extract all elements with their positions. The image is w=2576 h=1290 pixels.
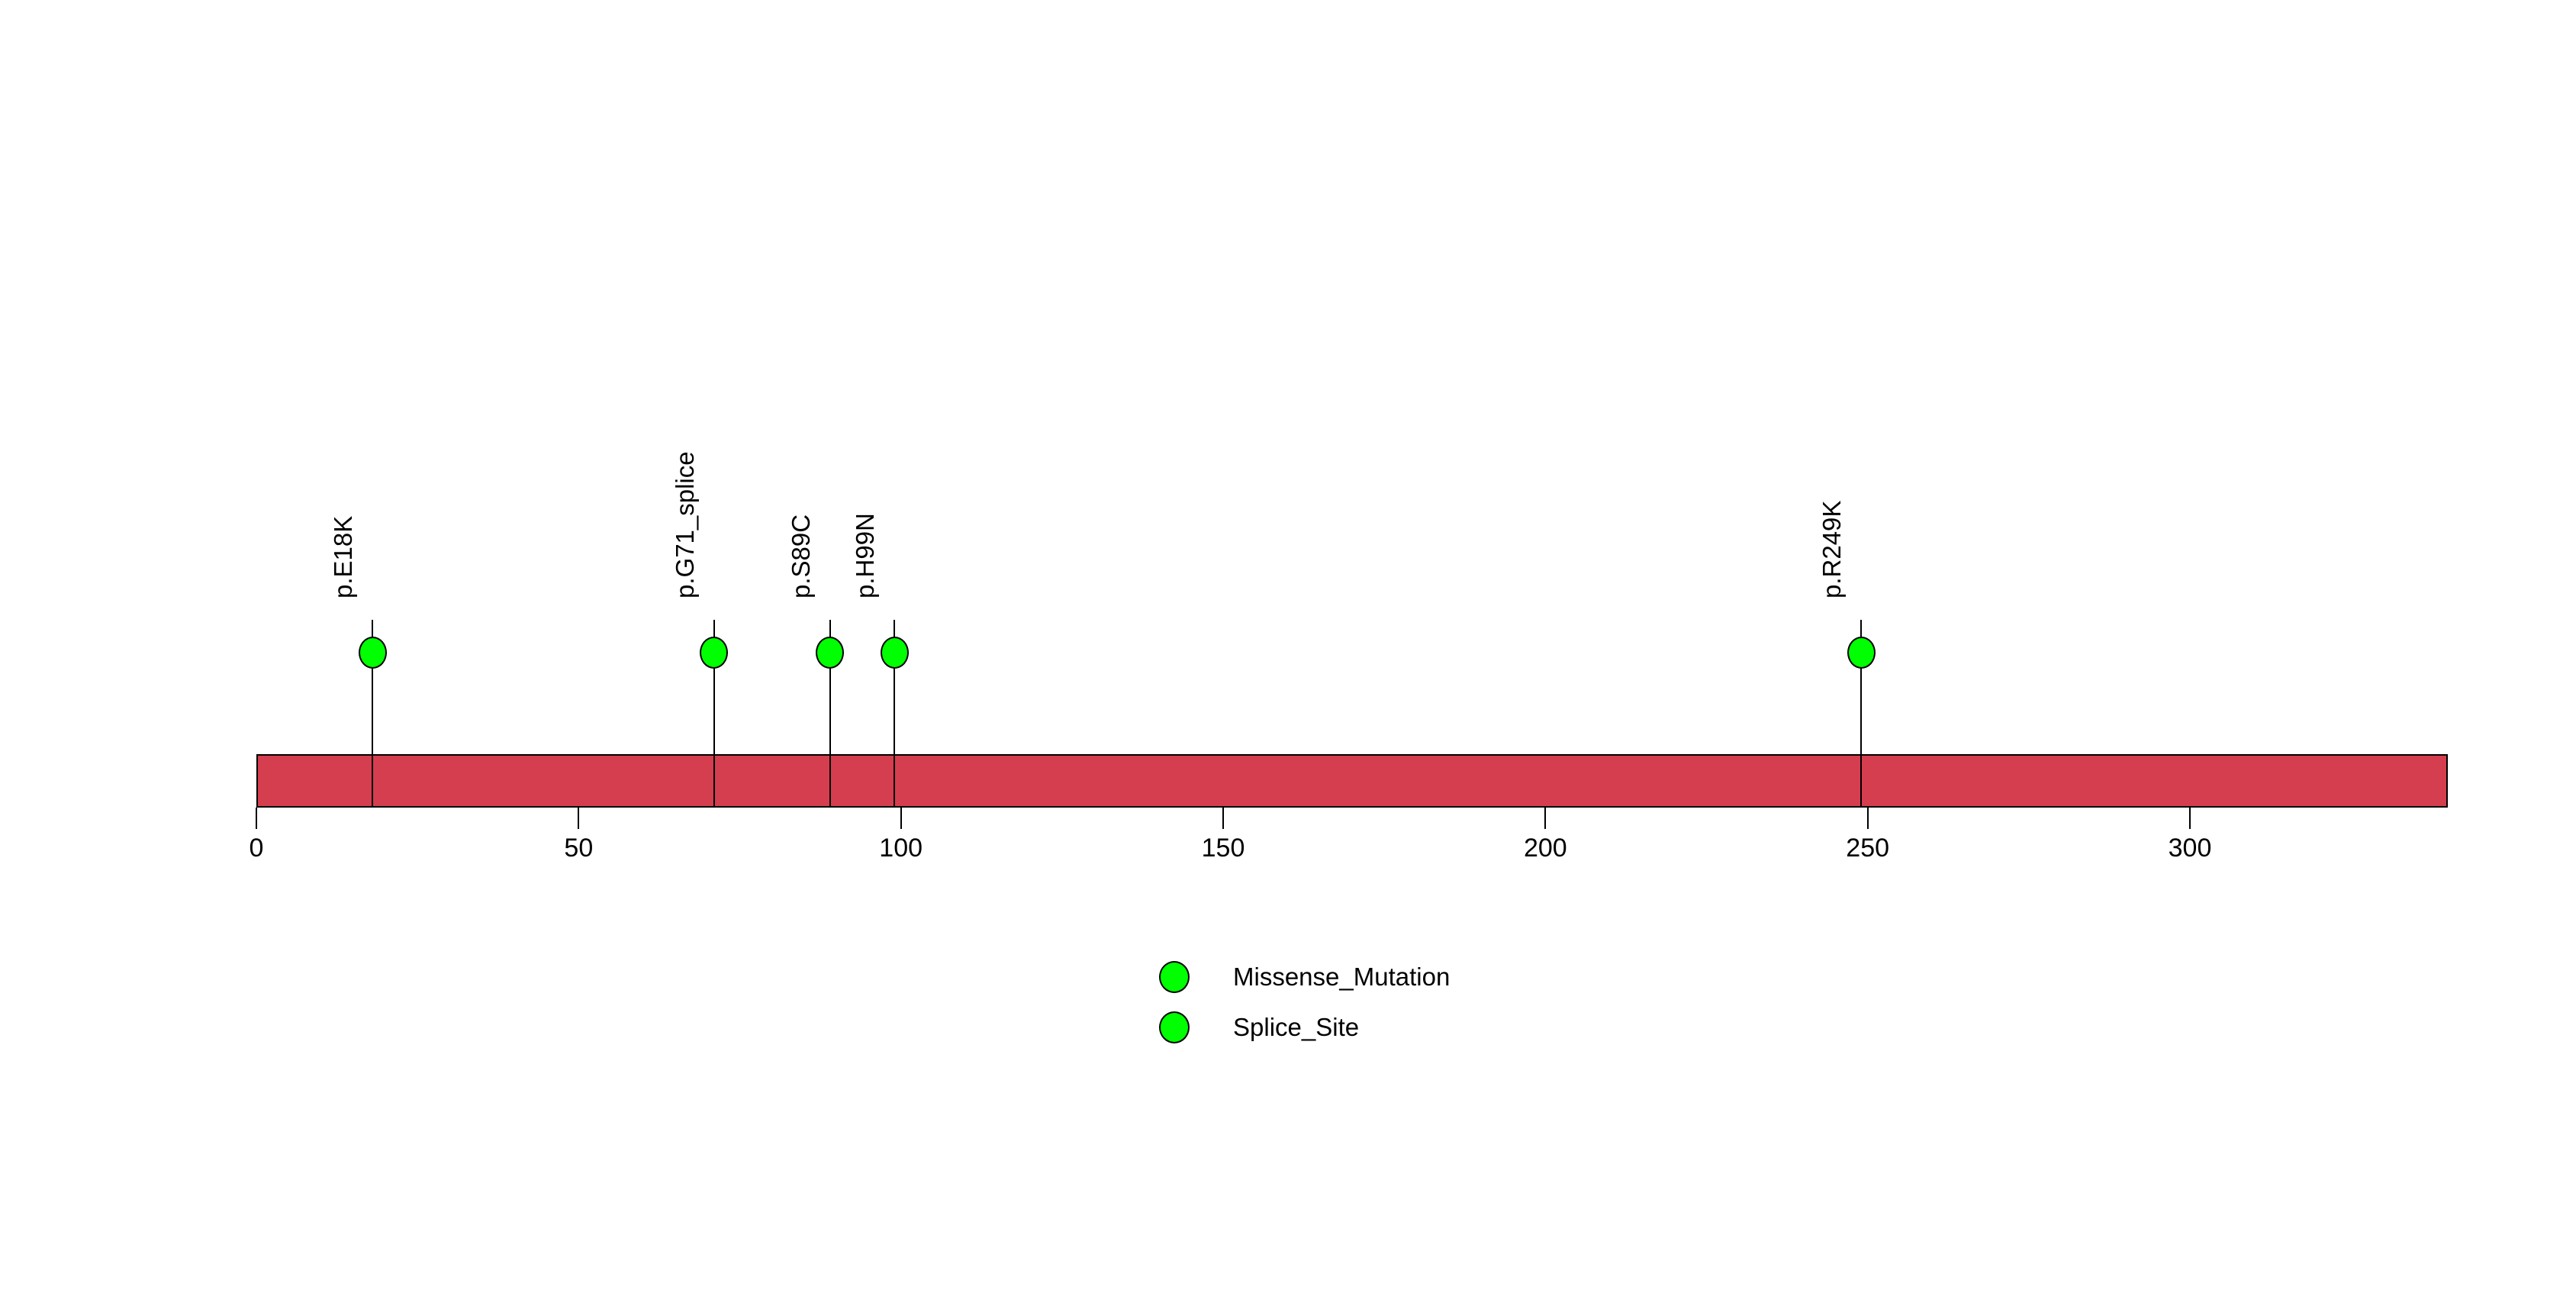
mutation-label: p.S89C [786, 514, 815, 598]
x-axis-tick-label: 150 [1201, 834, 1245, 863]
x-axis-tick [256, 808, 257, 829]
mutation-marker [1847, 637, 1876, 669]
mutation-label: p.E18K [329, 515, 358, 598]
x-axis-tick [578, 808, 580, 829]
lollipop-stem [372, 620, 374, 806]
legend-marker [1159, 1011, 1190, 1043]
x-axis-tick [1222, 808, 1224, 829]
x-axis-tick-label: 300 [2168, 834, 2212, 863]
lollipop-stem [829, 620, 831, 806]
mutation-label: p.G71_splice [670, 451, 699, 598]
legend-marker [1159, 961, 1190, 993]
lollipop-stem [894, 620, 896, 806]
mutation-label: p.R249K [1818, 500, 1847, 598]
mutation-marker [358, 637, 387, 669]
protein-backbone-bar [256, 754, 2448, 808]
mutation-label: p.H99N [851, 513, 880, 598]
x-axis-tick-label: 50 [564, 834, 594, 863]
mutation-marker [816, 637, 845, 669]
legend-label: Missense_Mutation [1233, 963, 1451, 991]
lollipop-stem [1860, 620, 1863, 806]
x-axis-tick [1866, 808, 1869, 829]
x-axis-tick [900, 808, 902, 829]
mutation-marker [700, 637, 729, 669]
x-axis-tick-label: 250 [1846, 834, 1890, 863]
mutation-marker [880, 637, 909, 669]
x-axis-tick-label: 0 [249, 834, 264, 863]
lollipop-stem [713, 620, 715, 806]
x-axis-tick-label: 200 [1523, 834, 1567, 863]
legend-label: Splice_Site [1233, 1013, 1360, 1041]
x-axis-tick-label: 100 [879, 834, 923, 863]
x-axis-tick [1544, 808, 1547, 829]
x-axis-tick [2189, 808, 2191, 829]
